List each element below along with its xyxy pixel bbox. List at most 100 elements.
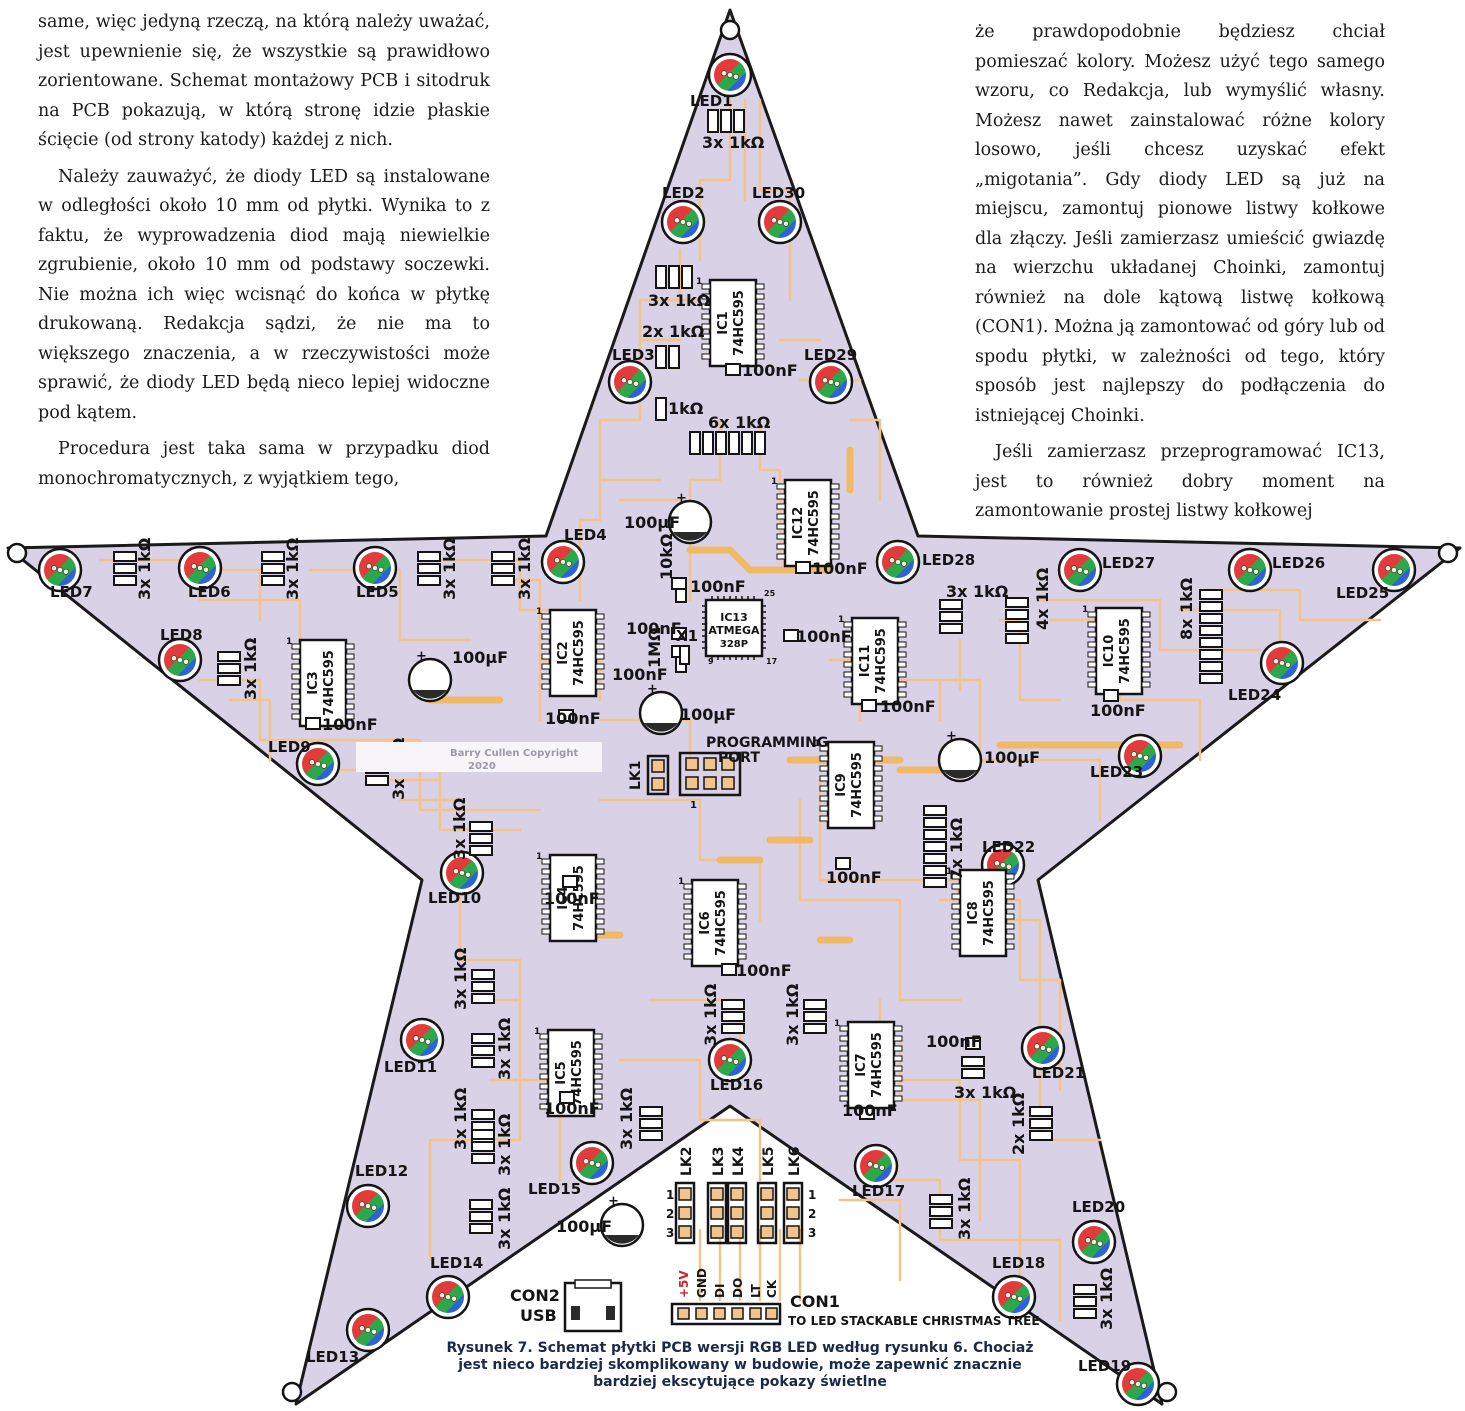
resistor-bank: 3x 1kΩ [417, 537, 459, 600]
mcu-pin-label: 9 [708, 657, 714, 666]
capacitor-label: 100nF [842, 1101, 898, 1120]
electrolytic-capacitor: +100µF [638, 682, 736, 736]
ic-part: 74HC595 [850, 752, 865, 818]
resistor-label: 3x 1kΩ [702, 133, 765, 152]
resistor-label: 7x 1kΩ [947, 817, 966, 880]
capacitor: 100nF [861, 697, 936, 716]
ic-part: 74HC595 [874, 628, 889, 694]
connector-con2-usb: CON2 USB [510, 1279, 623, 1333]
capacitor: 100nF [721, 961, 792, 980]
resistor-bank: 3x 1kΩ [702, 109, 765, 152]
resistor-bank: 8x 1kΩ [1177, 577, 1223, 684]
resistor-label: 3x 1kΩ [1097, 1267, 1116, 1330]
link-lk4: LK4 [726, 1146, 748, 1245]
resistor-bank: 3x 1kΩ [217, 637, 260, 700]
ic-ref: IC12 [791, 507, 806, 539]
led-7: LED7 [37, 547, 93, 601]
polarity-mark: + [608, 1194, 619, 1209]
link-pin-number: 3 [666, 1226, 674, 1240]
resistor-label: 10kΩ [657, 533, 676, 580]
mounting-holes [6, 19, 1459, 1403]
led-16: LED16 [707, 1037, 763, 1094]
link-pin-number: 3 [808, 1226, 816, 1240]
mounting-hole [281, 1381, 303, 1403]
polarity-mark: + [946, 729, 957, 744]
lk1-label: LK1 [628, 760, 644, 790]
ecap-label: 100µF [624, 513, 680, 532]
led-24: LED24 [1228, 640, 1305, 704]
resistor-label: 1kΩ [668, 399, 704, 418]
led-label: LED30 [752, 184, 805, 202]
resistor-bank: 3x 1kΩ [450, 797, 493, 860]
pin1-marker: 1 [536, 607, 542, 617]
usb-label: USB [520, 1306, 557, 1325]
ic-part: 74HC595 [322, 650, 337, 716]
paragraph: Należy zauważyć, że diody LED są instalo… [38, 166, 490, 423]
resistor-bank: 6x 1kΩ [689, 413, 771, 455]
electrolytic-capacitor: +100µF [556, 1194, 645, 1248]
capacitor-label: 100nF [926, 1032, 982, 1051]
pin1-marker: 1 [534, 1027, 540, 1037]
mcu-pin-label: 25 [764, 589, 776, 598]
led-label: LED19 [1078, 1357, 1131, 1375]
resistor-label: 3x 1kΩ [701, 983, 720, 1046]
resistor-bank: 7x 1kΩ [923, 805, 966, 888]
led-label: LED13 [306, 1348, 359, 1366]
resistor-bank: 3x 1kΩ [471, 1017, 514, 1080]
ic-part: 74HC595 [572, 620, 587, 686]
led-label: LED25 [1336, 584, 1389, 602]
led-17: LED17 [852, 1143, 905, 1200]
resistor-bank: 4x 1kΩ [1005, 567, 1052, 644]
electrolytic-capacitor: +100µF [407, 648, 508, 703]
ic-part: 74HC595 [807, 490, 822, 556]
capacitor-label: 100nF [880, 697, 936, 716]
pin1-marker: 1 [838, 615, 844, 625]
credit-text: Barry Cullen Copyright [450, 748, 578, 759]
led-26: LED26 [1227, 547, 1325, 593]
led-8: LED8 [157, 626, 203, 683]
ecap-label: 100µF [556, 1217, 612, 1236]
led-label: LED12 [355, 1162, 408, 1180]
resistor-bank: 3x 1kΩ [469, 1187, 514, 1250]
x1-label: X1 [676, 627, 698, 645]
ic-ref: IC2 [556, 641, 571, 664]
con1-pin-label: CK [765, 1279, 779, 1298]
capacitor-label: 100nF [544, 889, 600, 908]
capacitor-label: 100nF [545, 709, 601, 728]
resistor-label: 2x 1kΩ [1009, 1092, 1028, 1155]
con1-pin-label: +5V [677, 1270, 691, 1298]
ic-part: 74HC595 [714, 890, 729, 956]
resistor-label: 1MΩ [645, 627, 664, 668]
resistor-bank: 2x 1kΩ [642, 322, 705, 369]
led-label: LED18 [992, 1254, 1045, 1272]
resistor-bank: 3x 1kΩ [113, 537, 154, 600]
resistor-label: 2x 1kΩ [642, 322, 705, 341]
led-label: LED23 [1090, 763, 1143, 781]
resistor-label: 3x 1kΩ [946, 582, 1009, 601]
resistor-label: 3x 1kΩ [783, 983, 802, 1046]
resistor-bank: 3x 1kΩ [701, 983, 745, 1046]
link-lk3: LK3 [706, 1146, 728, 1245]
resistor-label: 3x 1kΩ [283, 537, 302, 600]
programming-label: PROGRAMMING [706, 735, 828, 751]
led-23: LED23 [1090, 733, 1163, 781]
con1-pin-label: DO [731, 1278, 745, 1298]
link-label: LK3 [711, 1146, 727, 1176]
resistor-label: 3x 1kΩ [617, 1087, 636, 1150]
led-label: LED14 [430, 1254, 483, 1272]
paragraph: Jeśli zamierzasz przeprogramować IC13, j… [975, 442, 1385, 521]
led-label: LED1 [690, 92, 733, 110]
con2-label: CON2 [510, 1286, 560, 1305]
led-label: LED28 [922, 551, 975, 569]
led-27: LED27 [1057, 547, 1155, 593]
con1-description: TO LED STACKABLE CHRISTMAS TREE [788, 1314, 1040, 1328]
resistor-label: 3x 1kΩ [451, 947, 470, 1010]
led-label: LED21 [1032, 1064, 1085, 1082]
